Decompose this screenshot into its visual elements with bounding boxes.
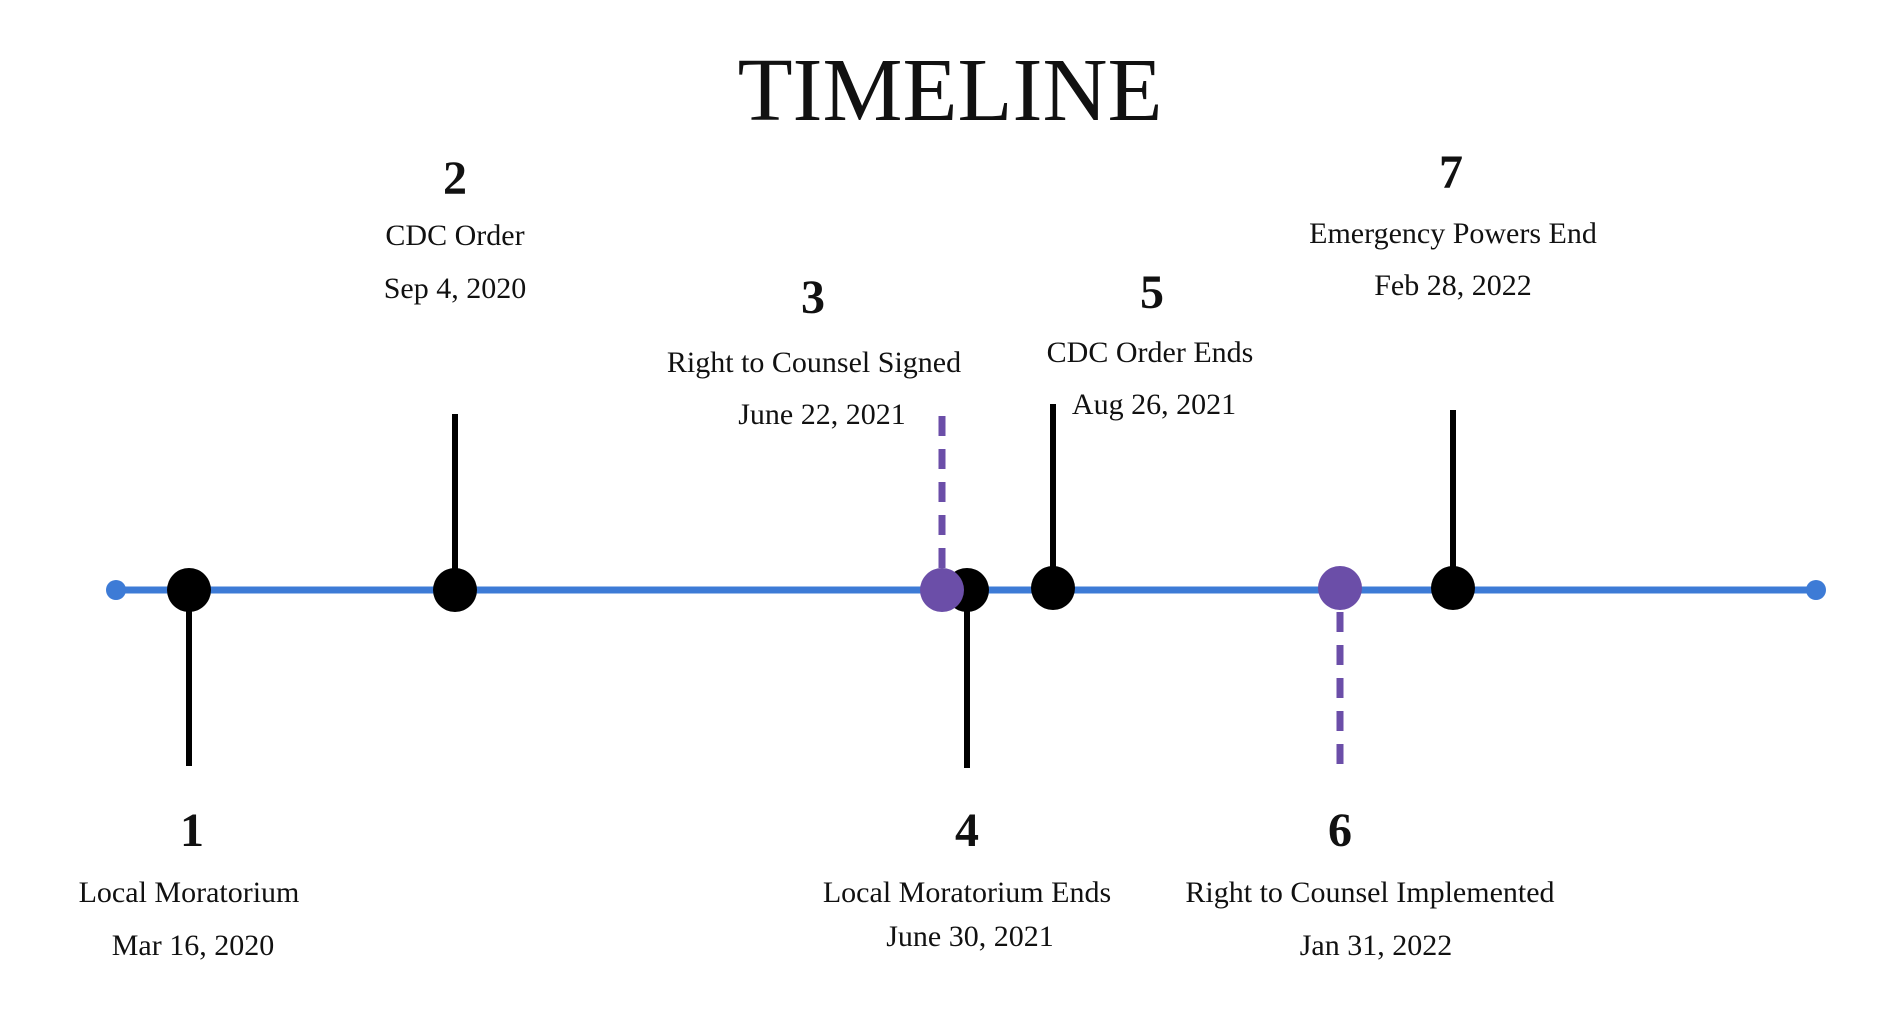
axis-end-cap — [1806, 580, 1826, 600]
event-5-number: 5 — [1140, 266, 1164, 319]
event-1-label: Local Moratorium — [79, 876, 300, 909]
event-3-date: June 22, 2021 — [738, 398, 906, 431]
event-3-marker — [920, 568, 964, 612]
event-7: 7 Emergency Powers End Feb 28, 2022 — [1309, 146, 1597, 610]
event-6-label: Right to Counsel Implemented — [1185, 876, 1554, 909]
event-1-marker — [167, 568, 211, 612]
event-7-date: Feb 28, 2022 — [1374, 269, 1532, 302]
event-4: 4 Local Moratorium Ends June 30, 2021 — [823, 568, 1111, 953]
event-4-label: Local Moratorium Ends — [823, 876, 1111, 909]
event-5: 5 CDC Order Ends Aug 26, 2021 — [1031, 266, 1253, 610]
event-2: 2 CDC Order Sep 4, 2020 — [384, 152, 527, 612]
event-5-date: Aug 26, 2021 — [1072, 388, 1236, 421]
event-2-marker — [433, 568, 477, 612]
event-7-label: Emergency Powers End — [1309, 217, 1597, 250]
event-6-number: 6 — [1328, 804, 1352, 857]
event-3-label: Right to Counsel Signed — [667, 346, 961, 379]
timeline-title: TIMELINE — [738, 41, 1163, 140]
event-7-marker — [1431, 566, 1475, 610]
event-5-marker — [1031, 566, 1075, 610]
event-3-number: 3 — [801, 271, 825, 324]
event-1: 1 Local Moratorium Mar 16, 2020 — [79, 568, 300, 962]
event-3: 3 Right to Counsel Signed June 22, 2021 — [667, 271, 964, 612]
event-2-label: CDC Order — [385, 219, 524, 252]
event-6-date: Jan 31, 2022 — [1300, 929, 1453, 962]
event-2-number: 2 — [443, 152, 467, 205]
event-1-date: Mar 16, 2020 — [112, 929, 274, 962]
event-4-number: 4 — [955, 804, 979, 857]
event-5-label: CDC Order Ends — [1047, 336, 1254, 369]
event-4-date: June 30, 2021 — [886, 920, 1054, 953]
event-7-number: 7 — [1439, 146, 1463, 199]
event-6: 6 Right to Counsel Implemented Jan 31, 2… — [1185, 566, 1555, 962]
axis-start-cap — [106, 580, 126, 600]
event-2-date: Sep 4, 2020 — [384, 272, 527, 305]
event-6-marker — [1318, 566, 1362, 610]
event-1-number: 1 — [180, 804, 204, 857]
